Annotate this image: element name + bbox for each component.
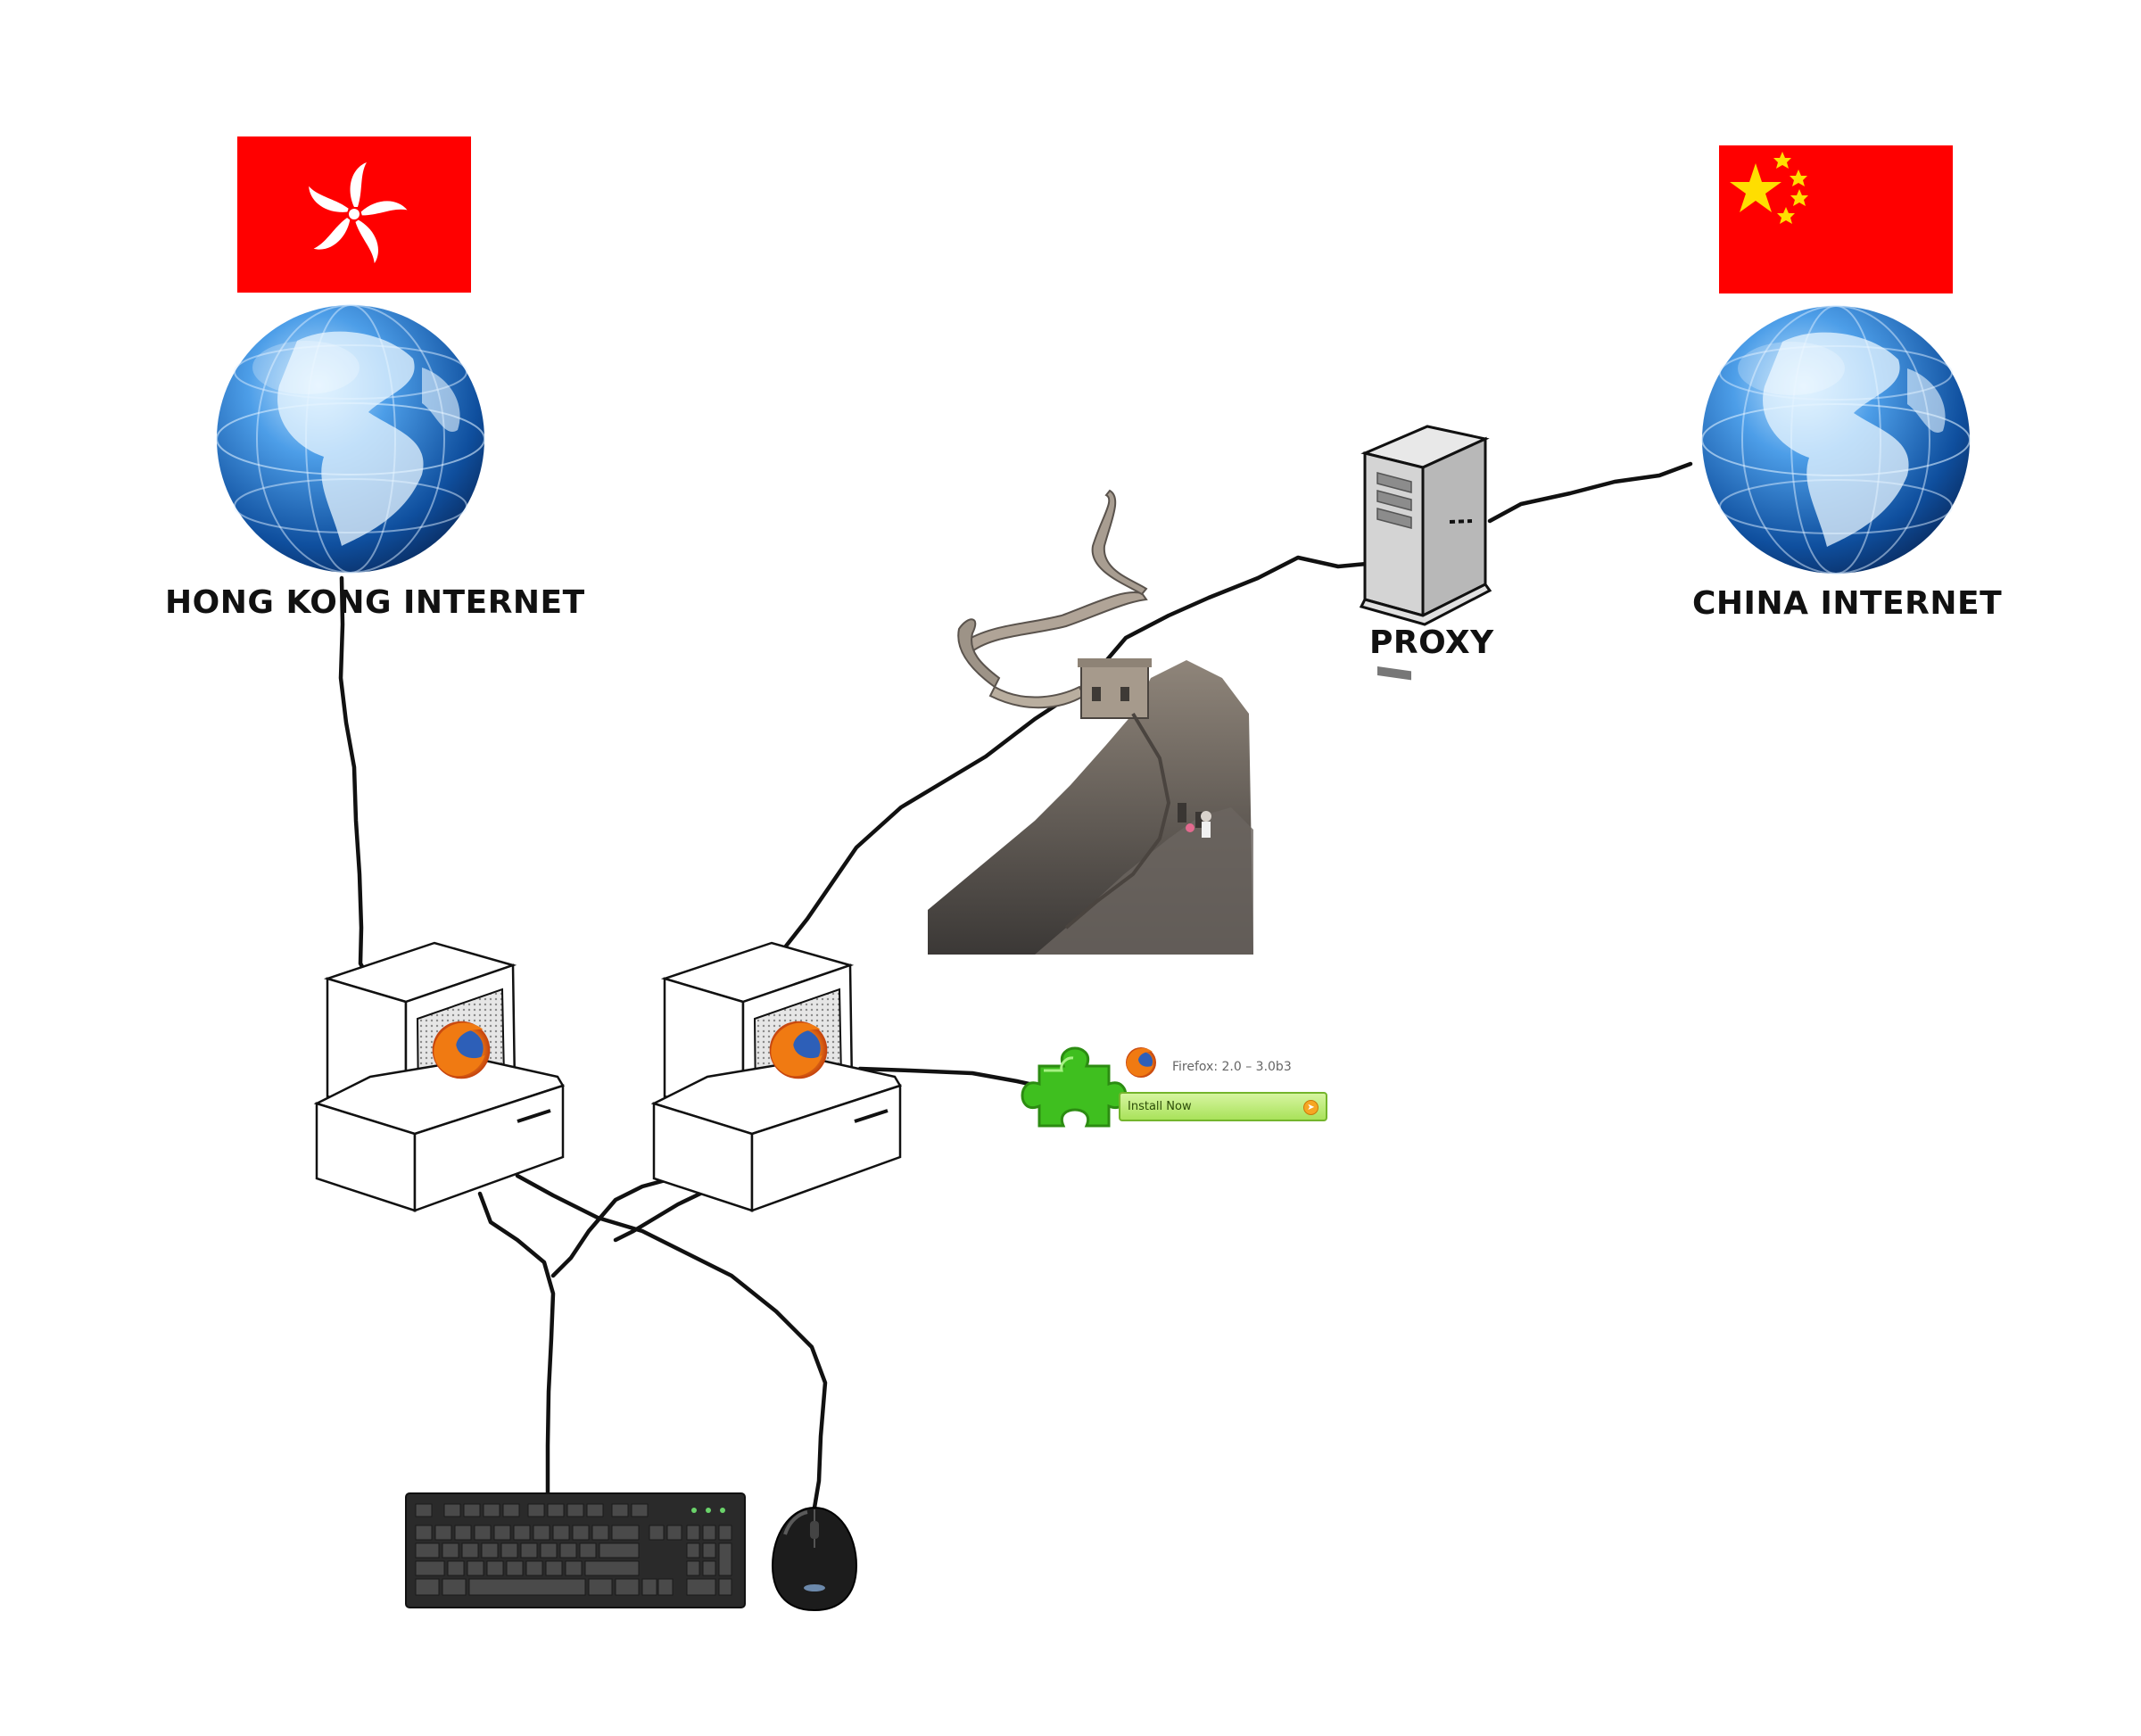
mouse: [771, 1506, 858, 1612]
puzzle-piece-icon: [1021, 1046, 1128, 1128]
wires: [338, 461, 1693, 1510]
wire-pc1-to-mouse: [515, 1173, 828, 1510]
computer-2: [652, 941, 902, 1212]
install-arrow-icon: ➤: [1303, 1100, 1318, 1115]
wire-proxy-to-china: [1487, 461, 1693, 524]
proxy-server: [1359, 425, 1492, 681]
proxy-label: PROXY: [1369, 624, 1494, 661]
firefox-small-icon: [1126, 1047, 1156, 1078]
keyboard: [405, 1492, 746, 1608]
wire-pc1-to-keyboard: [477, 1191, 556, 1497]
computer-1: [315, 941, 565, 1212]
hong-kong-globe: [216, 304, 485, 574]
hong-kong-internet-label: HONG KONG INTERNET: [165, 584, 585, 621]
wire-pc2-to-mouse-link: [613, 1191, 703, 1243]
wire-hk-to-pc1: [338, 575, 371, 980]
wire-pc2-to-keyboard: [550, 1175, 678, 1278]
china-globe: [1701, 305, 1971, 575]
watchtower: [1078, 658, 1152, 719]
china-internet-label: CHINA INTERNET: [1692, 585, 2003, 622]
hong-kong-flag: [237, 136, 471, 293]
great-wall-photo: [928, 489, 1253, 955]
install-now-button[interactable]: Install Now ➤: [1119, 1092, 1327, 1121]
install-now-label: Install Now: [1128, 1100, 1192, 1113]
extension-version-text: Firefox: 2.0 – 3.0b3: [1172, 1060, 1292, 1074]
china-flag: [1719, 145, 1953, 293]
wire-pc2-to-extension: [857, 1066, 1044, 1089]
